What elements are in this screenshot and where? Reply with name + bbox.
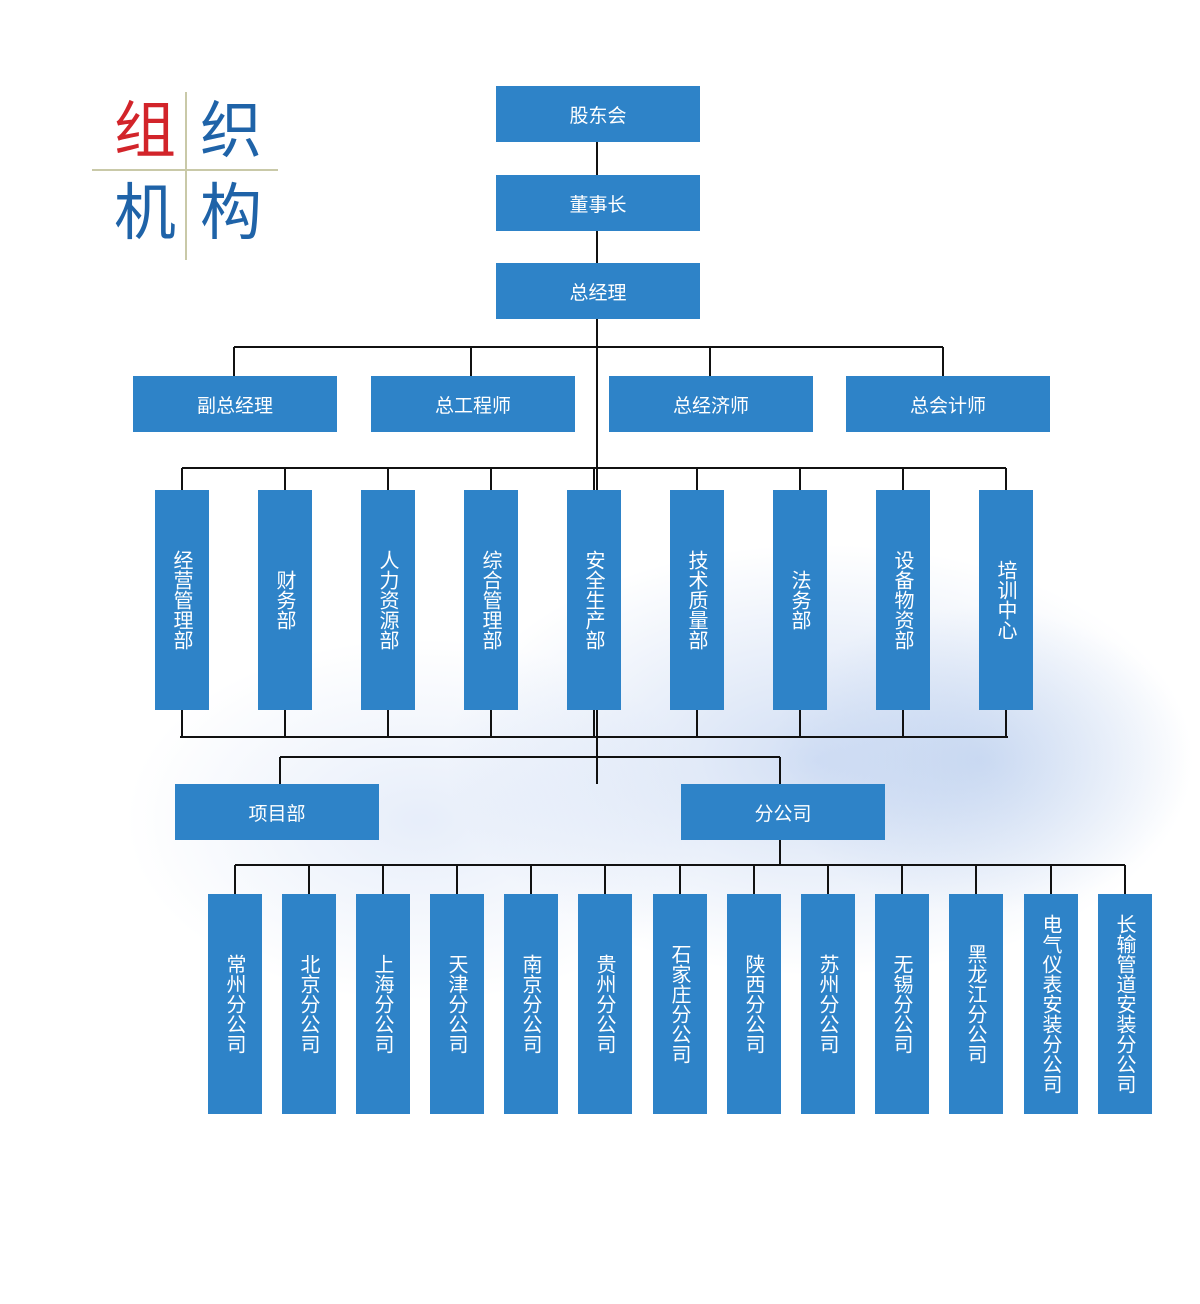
branch-box: 北京分公司 (282, 894, 336, 1114)
branch-box: 苏州分公司 (801, 894, 855, 1114)
branch-box: 贵州分公司 (578, 894, 632, 1114)
executive-box-chief-accountant: 总会计师 (846, 376, 1050, 432)
logo: 组 织 机 构 (92, 92, 332, 280)
department-box: 技术质量部 (670, 490, 724, 710)
branch-box: 南京分公司 (504, 894, 558, 1114)
department-box: 经营管理部 (155, 490, 209, 710)
logo-char-1: 组 (114, 94, 177, 167)
branch-box: 常州分公司 (208, 894, 262, 1114)
department-label: 培训中心 (994, 560, 1018, 640)
department-box: 财务部 (258, 490, 312, 710)
department-label: 技术质量部 (685, 550, 709, 650)
branch-label: 苏州分公司 (816, 954, 840, 1054)
executive-box-deputy-gm: 副总经理 (133, 376, 337, 432)
executive-box-chief-engineer: 总工程师 (371, 376, 575, 432)
logo-char-4: 构 (200, 176, 263, 249)
branch-box: 电气仪表安装分公司 (1024, 894, 1078, 1114)
branch-label: 南京分公司 (519, 954, 543, 1054)
department-label: 人力资源部 (376, 550, 400, 650)
branch-label: 贵州分公司 (593, 954, 617, 1054)
branch-label: 电气仪表安装分公司 (1039, 914, 1063, 1094)
department-label: 法务部 (788, 570, 812, 630)
branch-label: 石家庄分公司 (668, 944, 692, 1064)
branch-label: 北京分公司 (297, 954, 321, 1054)
department-label: 设备物资部 (891, 550, 915, 650)
department-box: 法务部 (773, 490, 827, 710)
department-label: 经营管理部 (170, 550, 194, 650)
department-box: 综合管理部 (464, 490, 518, 710)
general-manager-box: 总经理 (496, 263, 700, 319)
branch-box: 长输管道安装分公司 (1098, 894, 1152, 1114)
branch-label: 常州分公司 (223, 954, 247, 1054)
chairman-box: 董事长 (496, 175, 700, 231)
branch-box: 无锡分公司 (875, 894, 929, 1114)
branch-label: 上海分公司 (371, 954, 395, 1054)
shareholders-box: 股东会 (496, 86, 700, 142)
branch-label: 陕西分公司 (742, 954, 766, 1054)
branch-box: 天津分公司 (430, 894, 484, 1114)
branch-label: 长输管道安装分公司 (1113, 914, 1137, 1094)
department-box: 安全生产部 (567, 490, 621, 710)
department-label: 财务部 (273, 570, 297, 630)
branch-box: 石家庄分公司 (653, 894, 707, 1114)
department-label: 综合管理部 (479, 550, 503, 650)
logo-divider-vertical (185, 92, 187, 260)
branch-label: 黑龙江分公司 (964, 944, 988, 1064)
department-box: 人力资源部 (361, 490, 415, 710)
department-label: 安全生产部 (582, 550, 606, 650)
logo-char-3: 机 (114, 176, 177, 249)
project-department-box: 项目部 (175, 784, 379, 840)
branch-offices-box: 分公司 (681, 784, 885, 840)
branch-box: 陕西分公司 (727, 894, 781, 1114)
branch-box: 黑龙江分公司 (949, 894, 1003, 1114)
logo-char-2: 织 (200, 94, 263, 167)
department-box: 设备物资部 (876, 490, 930, 710)
branch-label: 无锡分公司 (890, 954, 914, 1054)
executive-box-chief-economist: 总经济师 (609, 376, 813, 432)
branch-box: 上海分公司 (356, 894, 410, 1114)
branch-label: 天津分公司 (445, 954, 469, 1054)
department-box: 培训中心 (979, 490, 1033, 710)
